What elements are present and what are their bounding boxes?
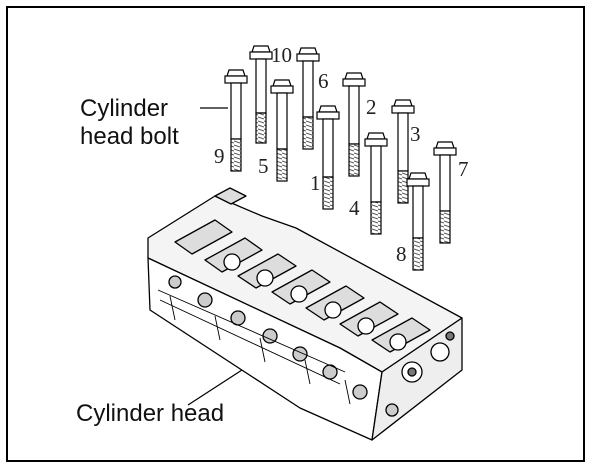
bolt-4	[364, 132, 388, 235]
bolt-number-5: 5	[258, 154, 269, 178]
bolt-6	[296, 47, 320, 150]
bolt-1	[316, 105, 340, 210]
cylinder-head-bolt-label: Cylinder head bolt	[80, 95, 179, 151]
bolt-number-8: 8	[396, 242, 407, 266]
bolt-number-9: 9	[214, 144, 225, 168]
bolt-number-7: 7	[458, 157, 469, 181]
bolt-7	[433, 141, 457, 244]
bolt-number-6: 6	[318, 69, 329, 93]
cylinder-head-icon	[147, 187, 463, 441]
bolt-number-3: 3	[410, 122, 421, 146]
bolt-5	[270, 79, 294, 182]
bolt-label-line-2: head bolt	[80, 123, 179, 150]
cylinder-head-label: Cylinder head	[76, 400, 225, 427]
bolt-10	[249, 45, 273, 144]
bolt-3	[391, 99, 415, 204]
bolt-number-2: 2	[366, 95, 377, 119]
bolt-number-10: 10	[271, 43, 292, 67]
bolt-2	[342, 72, 366, 177]
bolt-label-line-1: Cylinder	[80, 95, 169, 122]
bolt-9	[224, 69, 248, 172]
bolt-number-1: 1	[310, 171, 321, 195]
cylinder-head-bolt-icon	[224, 45, 457, 271]
bolt-number-4: 4	[349, 196, 360, 220]
bolt-8	[406, 172, 430, 271]
head-leader-line	[187, 369, 243, 406]
